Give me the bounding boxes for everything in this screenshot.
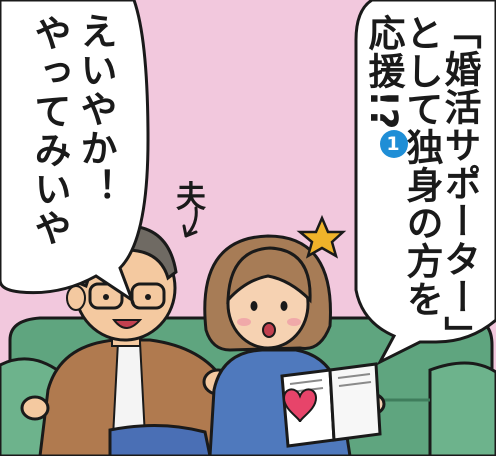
title-line-2: として独身の方を [400,14,443,318]
wife-figure [203,234,386,456]
pointer-arrow-icon [182,206,198,238]
heart-icon [282,388,318,423]
surprise-star-icon [296,214,347,259]
title-line-1: 「婚活サポーター」 [438,12,481,354]
husband-label: 夫 [176,180,206,215]
episode-number-badge: 1 [379,130,408,159]
speech-line-1: えいやか！ [74,12,117,207]
speech-line-2: やってみいや [28,14,71,248]
title-line-3: 応援!?1 [360,14,408,159]
title-line-3-text: 応援!? [362,14,405,131]
speech-bubble [0,0,150,304]
title-bubble [354,0,496,366]
